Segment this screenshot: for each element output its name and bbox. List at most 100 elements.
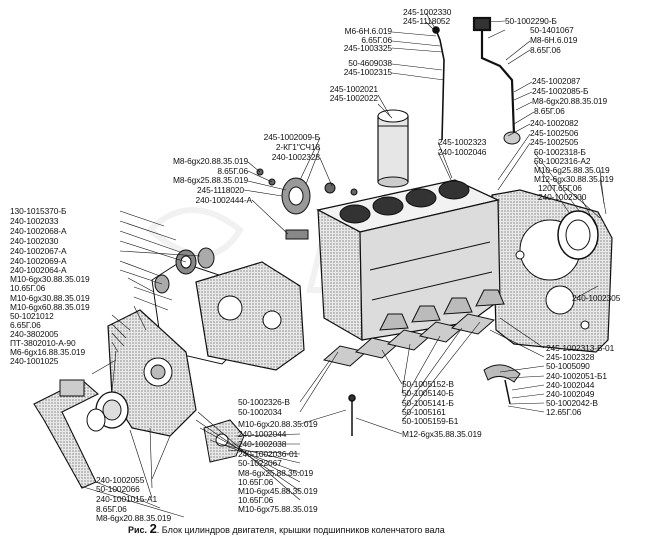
- label-50-1002326-v: 50-1002326-В: [238, 397, 290, 407]
- cylinder-liner: [377, 109, 409, 188]
- label-m10-6gx45: M10-6gx45.88.35.019: [238, 486, 318, 496]
- label-m12-6gx30: M12-6gx30.88.35.019: [534, 174, 614, 184]
- front-oil-seal: [86, 391, 129, 432]
- label-50-1021012: 50-1021012: [10, 311, 54, 321]
- label-8-65g-bottom: 8.65Г.06: [96, 504, 127, 514]
- label-50-1401067: 50-1401067: [530, 25, 574, 35]
- label-240-1002068-a: 240-1002068-А: [10, 226, 67, 236]
- label-50-1005161: 50-1005161: [402, 407, 446, 417]
- caption-prefix: Рис.: [128, 525, 148, 535]
- label-50-1005140-b: 50-1005140-Б: [402, 388, 454, 398]
- label-m8-6gx20-top: M8-6gx20.88.35.019: [532, 96, 608, 106]
- label-245-1002009-b: 245-1002009-Б: [263, 132, 320, 142]
- label-240-3802005: 240-3802005: [10, 329, 59, 339]
- label-240-1002044-bottom: 240-1002044: [238, 429, 287, 439]
- cylinder-block: [316, 179, 505, 342]
- label-50-1002066: 50-1002066: [96, 484, 140, 494]
- label-8-65g-right: 8.65Г.06: [534, 106, 565, 116]
- rear-bearing-cap-seal: [483, 364, 521, 383]
- label-m12-6gx35: M12-6gx35.88.35.019: [402, 429, 482, 439]
- label-245-1002315: 245-1002315: [343, 67, 392, 77]
- label-10-65g-bottom-1: 10.65Г.06: [238, 477, 274, 487]
- label-m8-6h: M8-6H.6.019: [530, 35, 578, 45]
- label-240-1002067-a: 240-1002067-А: [10, 246, 67, 256]
- label-240-1002030: 240-1002030: [10, 236, 59, 246]
- label-m10-6gx30-1: M10-6gx30.88.35.019: [10, 274, 90, 284]
- label-245-1002505: 245-1002505: [530, 137, 579, 147]
- label-245-1002506: 245-1002506: [530, 128, 579, 138]
- label-m10-6g25: M10-6g25.88.35.019: [534, 165, 610, 175]
- label-240-1002033: 240-1002033: [10, 216, 59, 226]
- label-245-1002323: 245-1002323: [438, 137, 487, 147]
- main-bearing-caps: [322, 313, 496, 367]
- label-245-1118052: 245-1118052: [403, 16, 451, 26]
- label-m10-6gx60: M10-6gx60.88.35.019: [10, 302, 90, 312]
- label-50-1005141-b: 50-1005141-Б: [402, 398, 454, 408]
- label-50-1005159-b1: 50-1005159-Б1: [402, 416, 459, 426]
- label-240-1002051-b1: 240-1002051-Б1: [546, 371, 607, 381]
- label-12-65g: 12.65Г.06: [546, 407, 582, 417]
- rear-oil-seal: [557, 210, 599, 260]
- label-6-65g-left: 6.65Г.06: [10, 320, 41, 330]
- label-m8-6gx20-left: M8-6gx20.88.35.019: [172, 156, 248, 166]
- label-130-1015370-b: 130-1015370-Б: [10, 206, 67, 216]
- label-245-1002085-b: 245-1002085-Б: [532, 86, 589, 96]
- front-support-bracket: [33, 379, 99, 489]
- label-240-1002444-a: 240-1002444-А: [195, 195, 253, 205]
- label-50-1005090: 50-1005090: [546, 361, 590, 371]
- label-2-kg1-sch18: 2-КГ1"СЧ18: [275, 142, 320, 152]
- camshaft-bushing: [281, 177, 311, 215]
- rear-end-plate: [491, 189, 613, 353]
- label-245-1003325: 245-1003325: [343, 43, 392, 53]
- label-m6-6h: M6-6H.6.019: [344, 26, 392, 36]
- caption-text: . Блок цилиндров двигателя, крышки подши…: [156, 525, 445, 535]
- label-245-1002087: 245-1002087: [532, 76, 581, 86]
- figure-caption: Рис. 2. Блок цилиндров двигателя, крышки…: [128, 521, 445, 536]
- label-240-1002046: 240-1002046: [438, 147, 487, 157]
- label-m10-6gx30-2: M10-6gx30.88.35.019: [10, 293, 90, 303]
- label-245-1002313-b-01: 245-1002313-Б-01: [546, 343, 615, 353]
- label-pt-3802010: ПТ-3802010-А-90: [10, 338, 76, 348]
- label-m8-6gx20-bottom: M8-6gx20.88.35.019: [96, 513, 172, 523]
- label-245-1118020: 245-1118020: [196, 185, 244, 195]
- label-6-65g-top: 6.65Г.06: [361, 35, 392, 45]
- label-120t-65g: 120Т.65Г.06: [538, 183, 582, 193]
- label-240-1002038: 240-1002038: [238, 439, 287, 449]
- label-50-1002042-v: 50-1002042-В: [546, 398, 598, 408]
- label-m8-6gx25-left: M8-6gx25.88.35.019: [172, 175, 248, 185]
- label-m10-6gx20: M10-6gx20.88.35.019: [238, 419, 318, 429]
- label-245-1002330: 245-1002330: [403, 7, 452, 17]
- label-50-1022067: 50-1022067: [238, 458, 282, 468]
- label-50-1002318-b: 50-1002318-Б: [534, 147, 586, 157]
- label-8-65g-top: 8.65Г.06: [530, 45, 561, 55]
- label-240-1002305: 240-1002305: [572, 293, 621, 303]
- label-50-1002034: 50-1002034: [238, 407, 282, 417]
- label-240-1002055: 240-1002055: [96, 475, 145, 485]
- oil-filler-tube: [472, 16, 521, 145]
- front-plate: [195, 261, 305, 371]
- label-240-1002044-right: 240-1002044: [546, 380, 595, 390]
- label-240-1002049: 240-1002049: [546, 389, 595, 399]
- label-245-1002021: 245-1002021: [329, 84, 378, 94]
- label-m8-6gx25-bottom: M8-6gx25.88.35.019: [238, 468, 314, 478]
- dipstick: [432, 26, 445, 141]
- label-240-1001025: 240-1001025: [10, 356, 59, 366]
- label-m10-6gx75: M10-6gx75.88.35.019: [238, 504, 318, 514]
- label-240-1002082: 240-1002082: [530, 118, 579, 128]
- label-240-1002300: 240-1002300: [538, 192, 587, 202]
- label-8-65g-left: 8.65Г.06: [217, 166, 248, 176]
- label-m6-6gx16: M6-6gx16.88.35.019: [10, 347, 86, 357]
- bearing-cap-bolts: [348, 379, 511, 436]
- label-50-1005152-v: 50-1005152-В: [402, 379, 454, 389]
- label-240-1001015-a1: 240-1001015-А1: [96, 494, 157, 504]
- label-50-4609038: 50-4609038: [348, 58, 392, 68]
- label-240-1002069-a: 240-1002069-А: [10, 256, 67, 266]
- label-50-1002316-a2: 50-1002316-А2: [534, 156, 591, 166]
- label-245-1002022: 245-1002022: [329, 93, 378, 103]
- label-10-65g-left: 10.65Г.06: [10, 283, 46, 293]
- label-245-1002328: 245-1002328: [546, 352, 595, 362]
- caption-number: 2: [149, 521, 157, 536]
- label-10-65g-bottom-2: 10.65Г.06: [238, 495, 274, 505]
